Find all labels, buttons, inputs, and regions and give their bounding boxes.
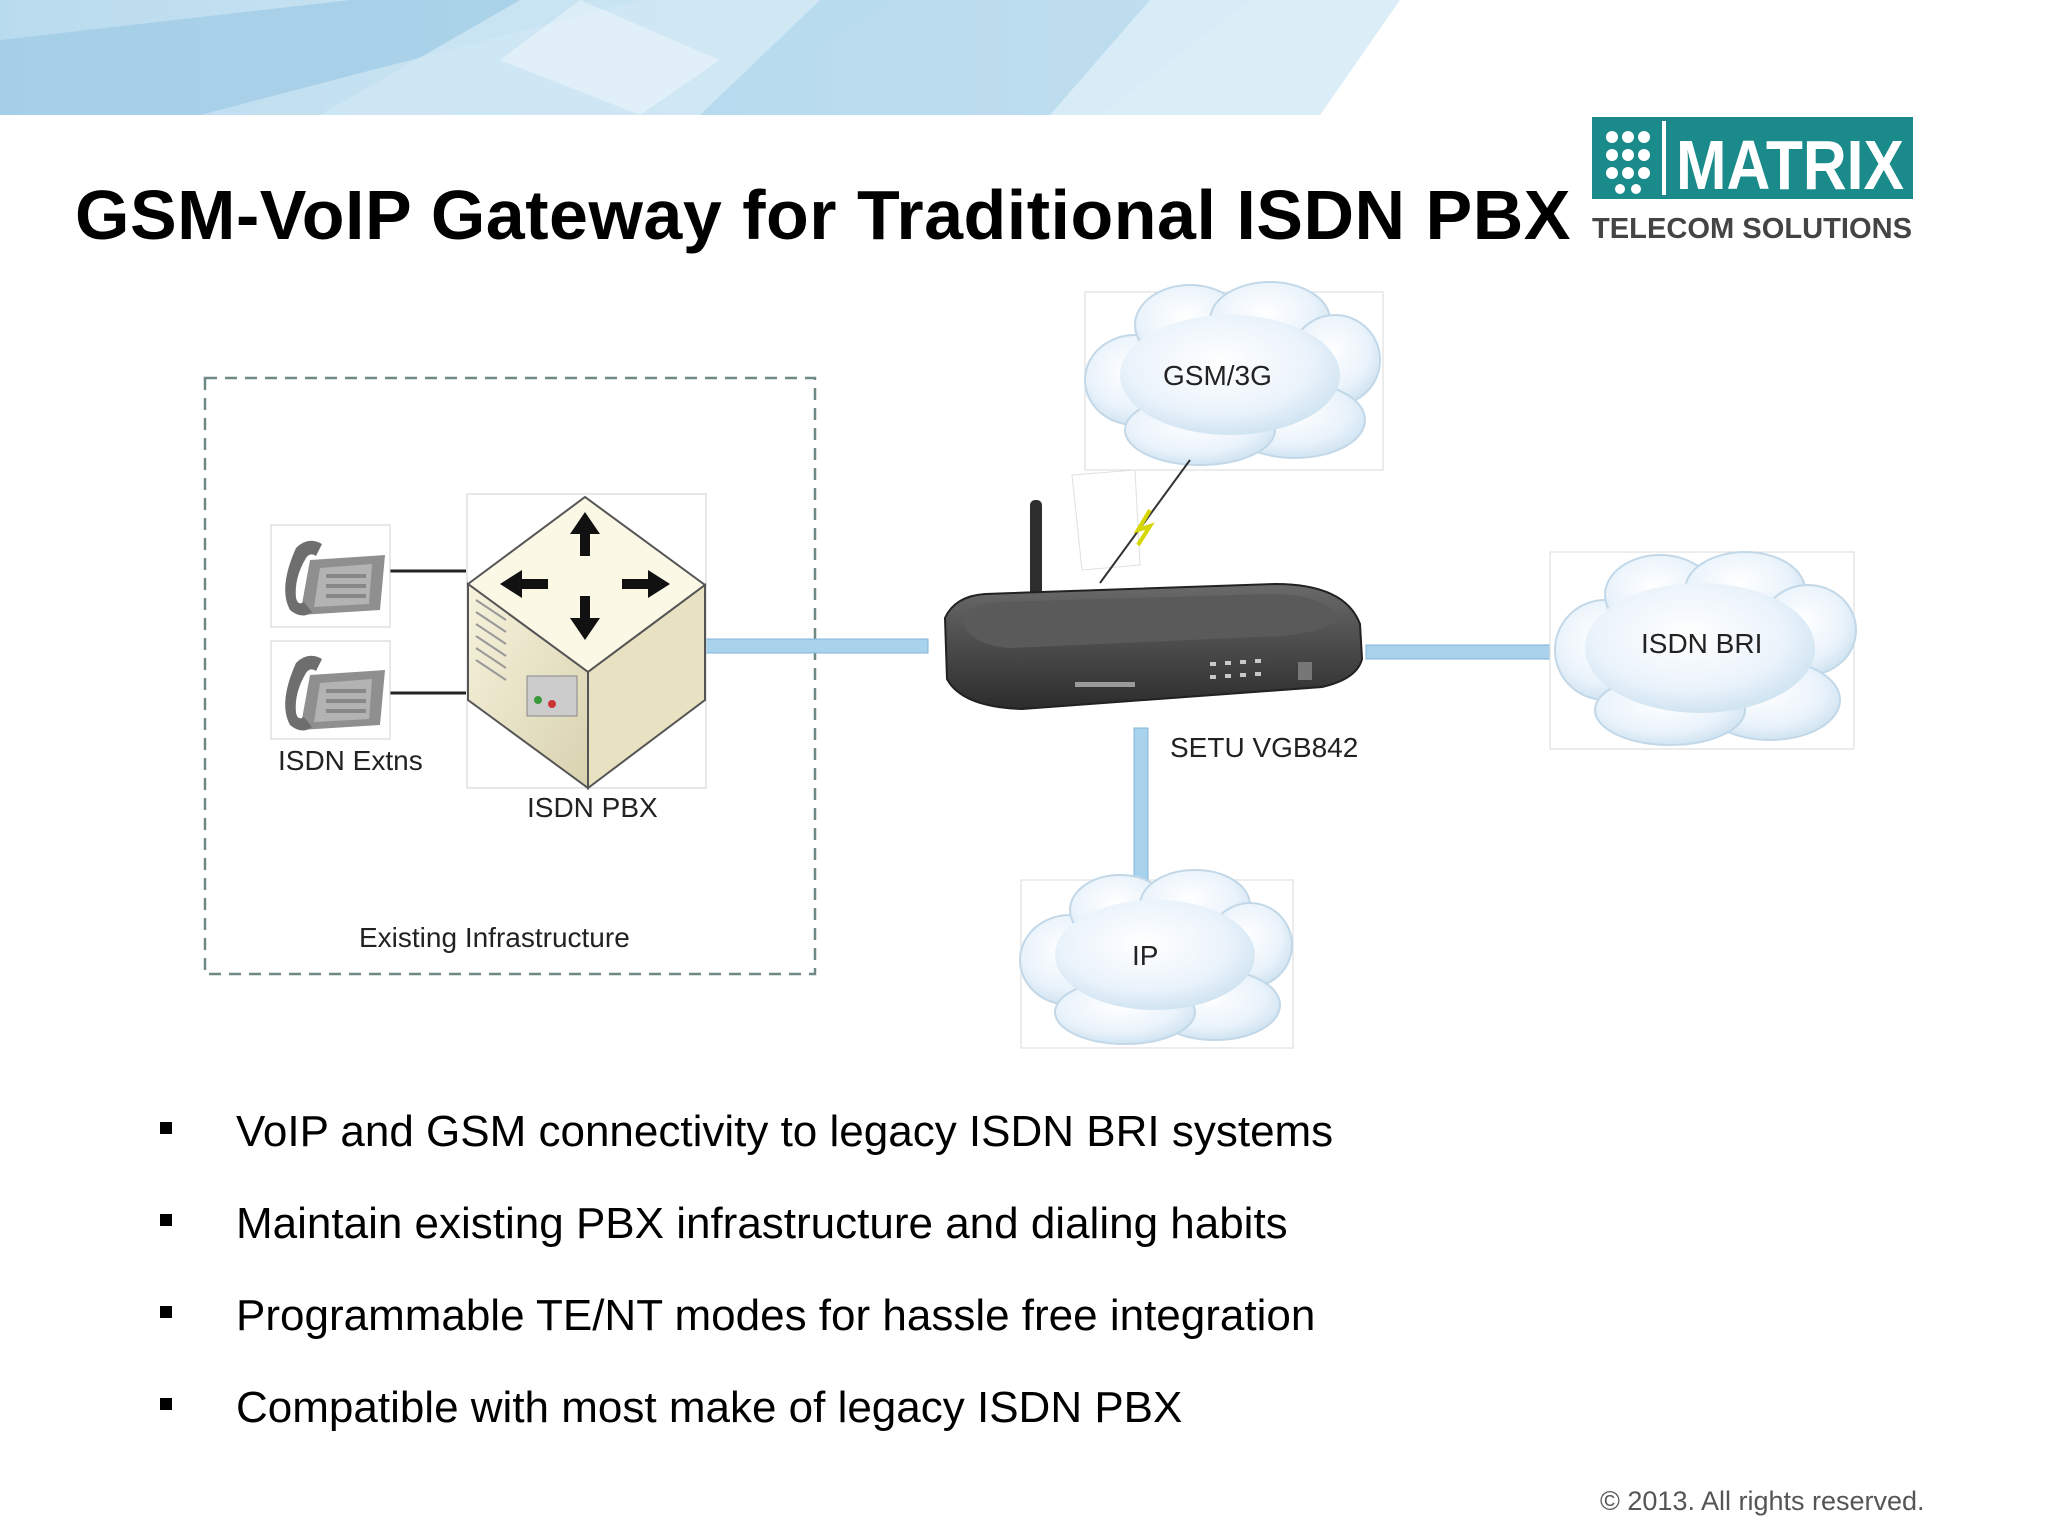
logo-brand-text: MATRIX bbox=[1676, 126, 1904, 204]
bullet-square-icon bbox=[160, 1214, 172, 1226]
gateway-label: SETU VGB842 bbox=[1170, 732, 1358, 763]
gsm-cloud-icon bbox=[1084, 281, 1384, 471]
gsm-cloud-label: GSM/3G bbox=[1163, 360, 1272, 391]
bullet-item: Programmable TE/NT modes for hassle free… bbox=[158, 1276, 1658, 1368]
bullet-text: Programmable TE/NT modes for hassle free… bbox=[236, 1291, 1316, 1340]
matrix-logo: MATRIX TELECOM SOLUTIONS bbox=[1590, 115, 1915, 250]
isdn-phone-icon bbox=[270, 524, 391, 628]
bullet-square-icon bbox=[160, 1398, 172, 1410]
bullet-text: Compatible with most make of legacy ISDN… bbox=[236, 1383, 1183, 1432]
logo-tagline-text: TELECOM SOLUTIONS bbox=[1592, 213, 1912, 245]
isdn-pbx-label: ISDN PBX bbox=[527, 792, 658, 823]
copyright-notice: © 2013. All rights reserved. bbox=[1600, 1486, 1925, 1516]
pbx-icon bbox=[466, 493, 707, 791]
isdn-bri-cloud-label: ISDN BRI bbox=[1641, 628, 1762, 659]
existing-infrastructure-boundary bbox=[203, 376, 817, 976]
isdn-phone-icon bbox=[270, 640, 391, 740]
gateway-device-icon bbox=[943, 500, 1364, 711]
bullet-list: VoIP and GSM connectivity to legacy ISDN… bbox=[158, 1092, 1658, 1460]
wireless-signal-icon bbox=[1071, 459, 1191, 584]
bullet-square-icon bbox=[160, 1306, 172, 1318]
network-diagram: ISDN Extns ISDN PBX Existing Infrastruct… bbox=[203, 281, 1857, 1049]
existing-infrastructure-label: Existing Infrastructure bbox=[359, 922, 630, 953]
isdn-bri-cloud-icon bbox=[1549, 551, 1857, 750]
bullet-text: Maintain existing PBX infrastructure and… bbox=[236, 1199, 1288, 1248]
ip-cloud-icon bbox=[1019, 869, 1294, 1049]
bullet-text: VoIP and GSM connectivity to legacy ISDN… bbox=[236, 1107, 1334, 1156]
slide-title: GSM-VoIP Gateway for Traditional ISDN PB… bbox=[75, 176, 1571, 254]
bullet-item: Compatible with most make of legacy ISDN… bbox=[158, 1368, 1658, 1460]
isdn-extns-label: ISDN Extns bbox=[278, 745, 423, 776]
ip-cloud-label: IP bbox=[1132, 940, 1158, 971]
header-banner bbox=[0, 0, 2048, 115]
bullet-item: VoIP and GSM connectivity to legacy ISDN… bbox=[158, 1092, 1658, 1184]
bullet-item: Maintain existing PBX infrastructure and… bbox=[158, 1184, 1658, 1276]
bullet-square-icon bbox=[160, 1122, 172, 1134]
